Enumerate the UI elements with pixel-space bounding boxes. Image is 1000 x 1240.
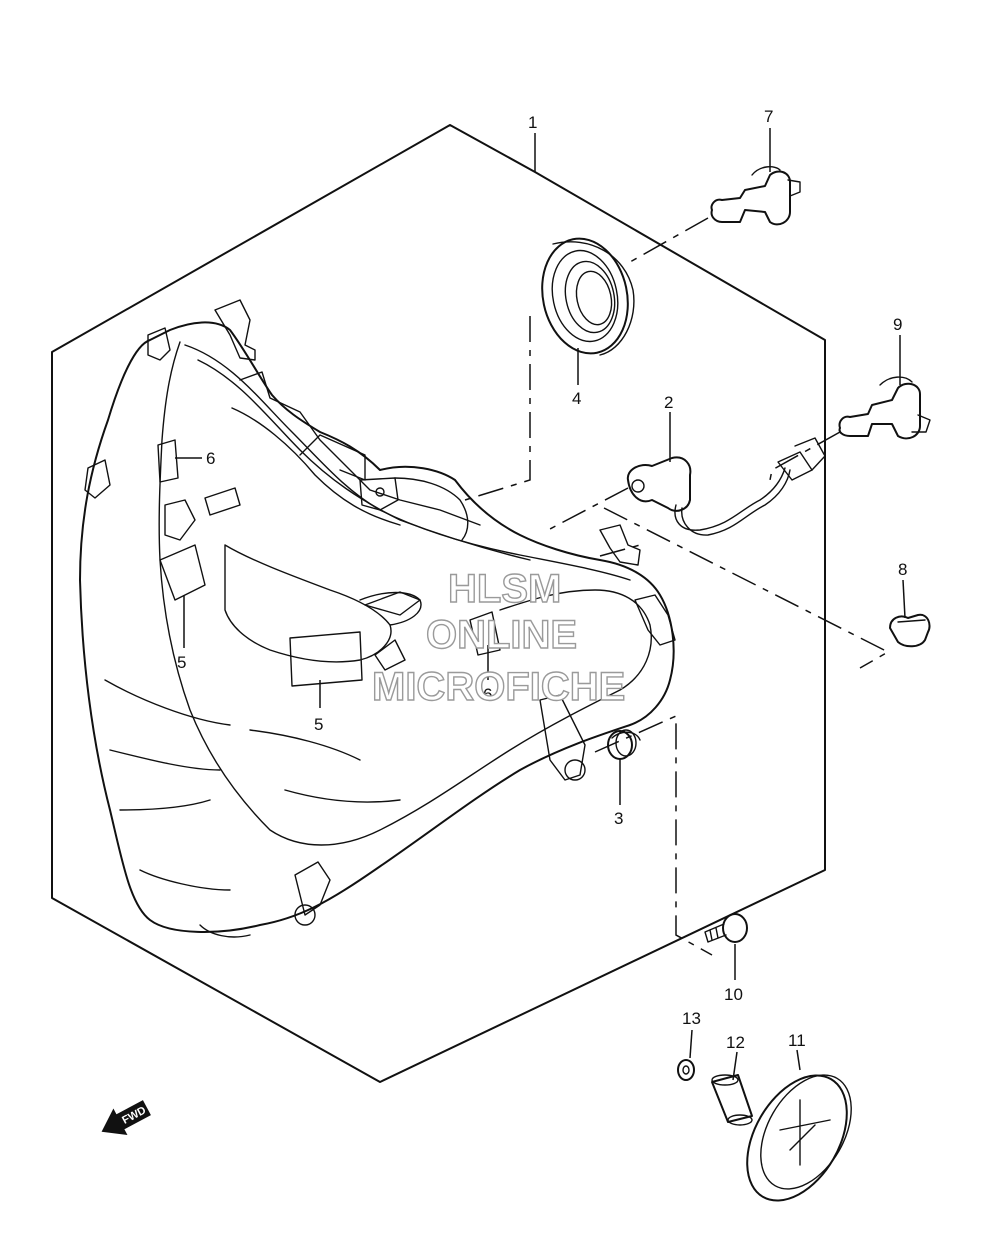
- part-12-pin: [711, 1074, 753, 1126]
- callout-12: 12: [726, 1033, 745, 1052]
- callout-5a: 5: [177, 653, 186, 672]
- part-10-screw: [704, 913, 748, 943]
- connector-line: [769, 431, 841, 481]
- callout-4: 4: [572, 389, 581, 408]
- connector-line: [594, 714, 713, 956]
- part-7-headlamp-bulb: [710, 166, 801, 226]
- headlamp-housing: [79, 299, 676, 938]
- callout-6b: 6: [483, 685, 492, 704]
- callout-7: 7: [764, 107, 773, 126]
- leader-line: [689, 1029, 693, 1059]
- part-2-socket-harness: [626, 437, 826, 536]
- callout-5b: 5: [314, 715, 323, 734]
- part-4-dust-cover: [541, 237, 635, 356]
- watermark: HLSM ONLINE MICROFICHE: [371, 566, 626, 709]
- connector-line: [629, 217, 709, 263]
- callout-13: 13: [682, 1009, 701, 1028]
- callout-2: 2: [664, 393, 673, 412]
- watermark-line-2: ONLINE: [426, 613, 577, 657]
- leader-line: [732, 1051, 738, 1081]
- leader-line: [796, 1049, 801, 1071]
- connector-line: [603, 507, 890, 669]
- connector-line: [464, 316, 531, 501]
- callout-10: 10: [724, 985, 743, 1004]
- callout-3: 3: [614, 809, 623, 828]
- callout-1: 1: [528, 113, 537, 132]
- fwd-arrow-icon: FWD: [101, 1100, 151, 1135]
- connector-line: [599, 544, 641, 557]
- assembly-outline: [51, 124, 826, 1083]
- callout-8: 8: [898, 560, 907, 579]
- part-9-headlamp-bulb: [838, 376, 931, 440]
- leader-line: [902, 579, 906, 619]
- watermark-line-1: HLSM: [448, 567, 561, 611]
- callout-9: 9: [893, 315, 902, 334]
- part-11-cover: [746, 1074, 852, 1202]
- watermark-line-3: MICROFICHE: [372, 665, 625, 709]
- part-8-position-bulb: [889, 613, 931, 648]
- connector-line: [547, 487, 629, 531]
- callout-6a: 6: [206, 449, 215, 468]
- part-13-washer: [677, 1059, 695, 1081]
- callout-11: 11: [788, 1031, 806, 1050]
